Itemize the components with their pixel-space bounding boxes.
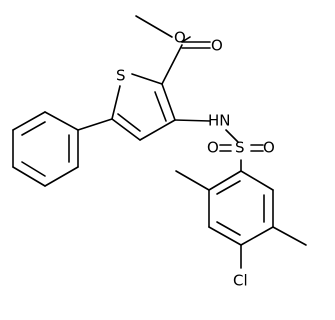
bond-thiophene-c5-s bbox=[111, 85, 121, 120]
bonds bbox=[12, 15, 307, 269]
bond-methyl-to-ester-oxygen bbox=[135, 15, 173, 38]
bond-aryl-6-1 bbox=[240, 170, 274, 191]
bond-aryl-to-right-methyl bbox=[272, 226, 307, 246]
sulfonamide-nh-label: HN bbox=[208, 112, 231, 130]
bond-thiophene-c4-c5-inner bbox=[117, 113, 141, 132]
sulfonyl-oxygen-left-label: O bbox=[207, 139, 219, 157]
chlorine-label: Cl bbox=[233, 272, 248, 290]
bond-aryl-1-2 bbox=[208, 170, 242, 191]
bond-aryl-to-left-methyl bbox=[175, 170, 210, 191]
bond-thiophene-to-phenyl bbox=[77, 118, 113, 131]
bond-thiophene-s-c2 bbox=[131, 73, 163, 85]
bond-aryl-1-2-inner bbox=[216, 180, 241, 195]
sulfonyl-oxygen-right-label: O bbox=[263, 139, 275, 157]
sulfonyl-sulfur-label: S bbox=[235, 139, 245, 157]
bond-nh-to-sulfonyl-s bbox=[225, 129, 239, 143]
bond-phenyl-2-3 bbox=[12, 111, 46, 131]
bond-thiophene-c3-c4 bbox=[139, 119, 176, 141]
bond-thiophene-c2-c3 bbox=[161, 83, 176, 121]
bond-thiophene-c2-c3-inner bbox=[154, 91, 167, 122]
atom-labels: O O S HN S O O Cl bbox=[116, 29, 275, 290]
bond-phenyl-2-3-inner bbox=[21, 121, 46, 136]
bond-phenyl-4-5 bbox=[12, 166, 46, 187]
bond-phenyl-5-6 bbox=[44, 166, 79, 187]
bond-thiophene-to-nh bbox=[174, 119, 211, 122]
bond-aryl-3-4-inner bbox=[216, 221, 241, 236]
bond-thiophene-c4-c5 bbox=[111, 118, 141, 141]
ester-oxygen-label: O bbox=[174, 29, 186, 47]
bond-carbonyl-carbon-to-ring bbox=[161, 44, 183, 85]
thiophene-sulfur-label: S bbox=[116, 67, 126, 85]
bond-phenyl-4-5-inner bbox=[21, 161, 46, 177]
bond-ester-oxygen-to-carbonyl-carbon bbox=[181, 36, 191, 43]
bond-aryl-4-5 bbox=[240, 226, 274, 246]
bond-phenyl-1-2 bbox=[44, 111, 79, 131]
bond-aryl-3-4 bbox=[208, 226, 242, 246]
carbonyl-oxygen-label: O bbox=[211, 37, 223, 55]
